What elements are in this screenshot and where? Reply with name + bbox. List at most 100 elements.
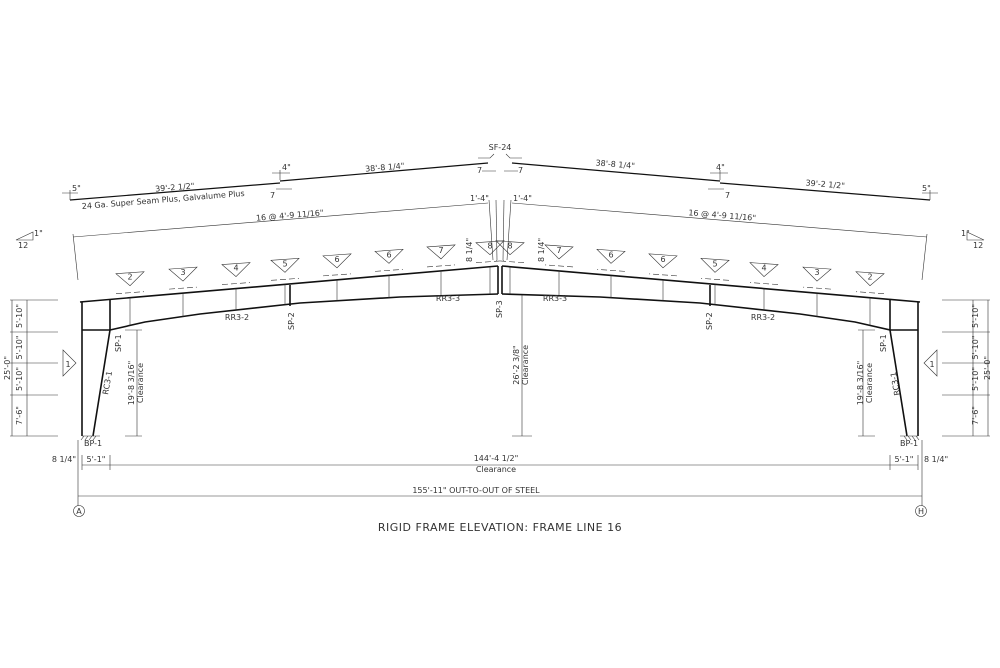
slope-run-left: 12	[18, 241, 28, 250]
purlin	[426, 264, 456, 268]
slope-run-right: 12	[973, 241, 983, 250]
right-lower-panel: 39'-2 1/2"	[805, 178, 845, 190]
purlin-mark-triangle	[426, 244, 456, 260]
column-segment-dim: 5'-10"	[971, 304, 980, 328]
left-eave-clearance: 19'-8 3/16"	[127, 361, 136, 406]
clear-span: 144'-4 1/2"	[474, 454, 519, 463]
column-left: RC3-1	[101, 370, 114, 395]
purlin	[322, 273, 352, 277]
right-purlin-spacing: 16 @ 4'-9 11/16"	[688, 208, 756, 223]
ridge-fastener-left: 7	[477, 166, 482, 175]
slope-rise-right: 1"	[961, 229, 970, 238]
purlin-mark-triangle	[374, 249, 404, 264]
purlin	[270, 278, 300, 281]
purlin	[221, 282, 251, 285]
column-segment-dim: 7'-6"	[15, 406, 24, 425]
purlin-mark: 2	[867, 273, 872, 282]
purlin-mark-triangle	[475, 240, 505, 256]
purlin-mark: 6	[386, 250, 391, 259]
purlin-mark-triangle	[221, 262, 251, 277]
center-clearance-label: Clearance	[521, 345, 530, 385]
column-right: RC3-1	[889, 371, 902, 396]
column-overall-dim: 25'-0"	[983, 356, 992, 380]
base-plate-left: BP-1	[84, 439, 102, 448]
right-clearance-label: Clearance	[865, 363, 874, 403]
rafter-left-outer: RR3-2	[225, 313, 249, 322]
splice-right-eave: SP-1	[879, 334, 888, 352]
splice-left-mid: SP-2	[287, 312, 296, 330]
splice-right-mid: SP-2	[705, 312, 714, 330]
purlin-mark: 5	[712, 259, 717, 268]
right-eave-clearance: 19'-8 3/16"	[856, 361, 865, 406]
column-segment-dim: 5'-10"	[15, 304, 24, 328]
column-segment-dim: 7'-6"	[971, 406, 980, 425]
left-lower-panel: 39'-2 1/2"	[155, 181, 195, 193]
ridge-flashing-label: SF-24	[489, 143, 512, 152]
column-overall-dim: 25'-0"	[3, 356, 12, 380]
lap-fastener-right: 7	[725, 191, 730, 200]
rafter-top-flange	[79, 265, 499, 303]
clear-span-label: Clearance	[476, 465, 516, 474]
left-clearance-label: Clearance	[136, 363, 145, 403]
purlin	[115, 291, 145, 294]
purlin-mark: 6	[608, 250, 613, 259]
right-upper-panel: 38'-8 1/4"	[595, 158, 635, 170]
right-eave-overhang: 5"	[922, 184, 931, 193]
purlin-mark-triangle	[322, 253, 352, 269]
purlin-mark-triangle	[168, 266, 198, 282]
grid-bubble-a: A	[76, 507, 82, 516]
purlin-mark: 8	[507, 242, 512, 251]
center-clearance: 26'-2 3/8"	[512, 345, 521, 384]
purlin-mark: 3	[814, 268, 819, 277]
purlin-mark: 8	[487, 242, 492, 251]
base-plate-right: BP-1	[900, 439, 918, 448]
purlin	[374, 269, 404, 272]
left-lap: 4"	[282, 163, 291, 172]
splice-left-eave: SP-1	[114, 334, 123, 352]
roof-panel-upper	[279, 162, 489, 182]
right-lap: 4"	[716, 163, 725, 172]
left-purlin-spacing: 16 @ 4'-9 11/16"	[256, 208, 324, 223]
left-eave-overhang: 5"	[72, 184, 81, 193]
right-offset: 8 1/4"	[924, 455, 948, 464]
splice-ridge: SP-3	[495, 300, 504, 318]
purlin-mark: 4	[761, 264, 766, 273]
drawing-title: RIGID FRAME ELEVATION: FRAME LINE 16	[378, 521, 622, 534]
column-inner-flange	[92, 329, 111, 437]
rafter-left-inner: RR3-3	[436, 294, 460, 303]
left-flange-brace: 8 1/4"	[465, 238, 474, 262]
purlin-mark: 2	[127, 273, 132, 282]
ridge-fastener-right: 7	[518, 166, 523, 175]
rafter-right-outer: RR3-2	[751, 313, 775, 322]
frame-half-geometry	[10, 153, 505, 517]
out-to-out-dim: 155'-11" OUT-TO-OUT OF STEEL	[412, 486, 540, 495]
left-upper-panel: 38'-8 1/4"	[365, 161, 405, 173]
right-flange-brace: 8 1/4"	[537, 238, 546, 262]
girt-mark-left: 1	[65, 360, 70, 369]
purlin-mark: 7	[438, 246, 443, 255]
purlin-mark-triangle	[270, 257, 300, 273]
column-segment-dim: 5'-10"	[971, 367, 980, 391]
column-segment-dim: 5'-10"	[971, 335, 980, 359]
right-ridge-offset: 1'-4"	[513, 194, 532, 203]
purlin-mark: 5	[282, 259, 287, 268]
lap-fastener-left: 7	[270, 191, 275, 200]
slope-rise-left: 1"	[34, 229, 43, 238]
purlin-mark: 7	[556, 246, 561, 255]
column-segment-dim: 5'-10"	[15, 335, 24, 359]
purlin-mark: 6	[334, 255, 339, 264]
purlin	[168, 286, 198, 290]
rafter-bottom-flange	[109, 293, 499, 331]
roof-panel-lower	[69, 182, 281, 201]
drawing-labels: 2 2 3 3 4 4 5 5 6 6 6 6 7 7 8 8	[127, 242, 872, 282]
column-segment-dim: 5'-10"	[15, 367, 24, 391]
purlin-mark: 4	[233, 264, 238, 273]
right-column-depth: 5'-1"	[895, 455, 914, 464]
left-ridge-offset: 1'-4"	[470, 194, 489, 203]
purlin-mark: 3	[180, 268, 185, 277]
purlin-mark: 6	[660, 255, 665, 264]
left-offset: 8 1/4"	[52, 455, 76, 464]
purlin	[475, 260, 505, 263]
purlin-mark-triangle	[115, 271, 145, 287]
